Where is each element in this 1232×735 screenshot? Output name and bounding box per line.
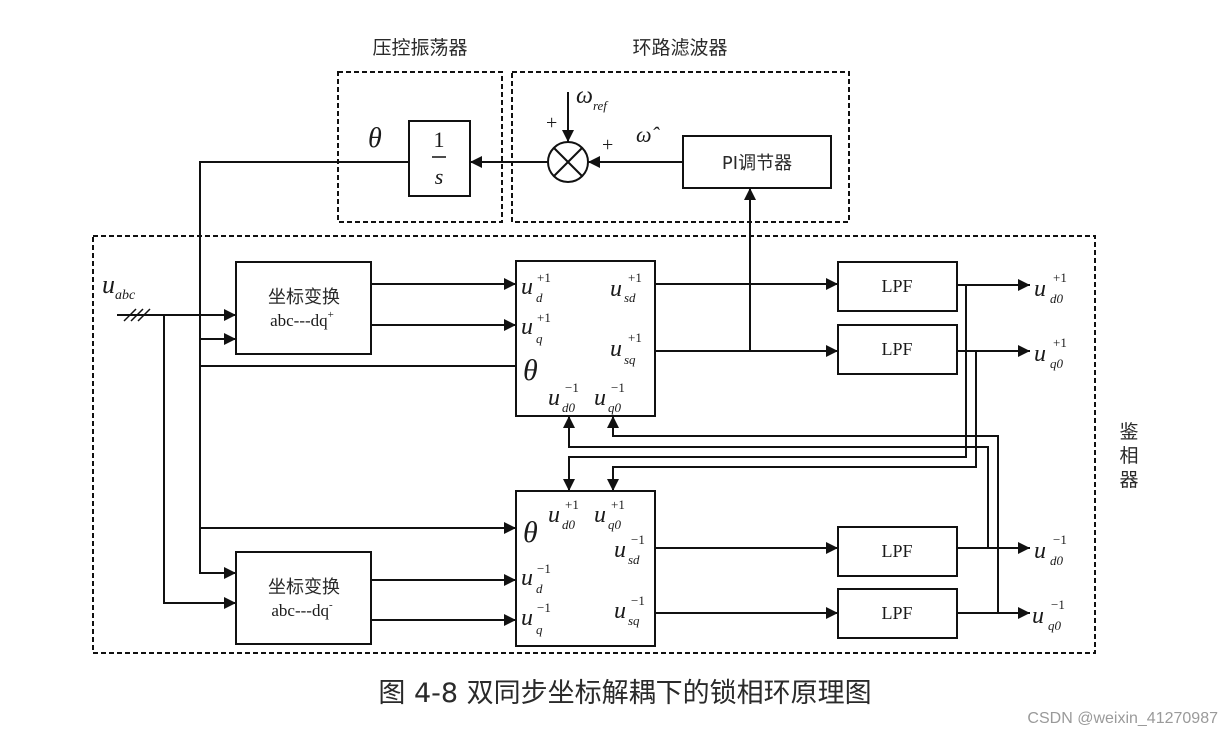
svg-text:u: u <box>594 502 606 528</box>
vco-group-label: 压控振荡器 <box>372 37 467 59</box>
svg-text:d0: d0 <box>562 400 576 415</box>
decoupler-neg-labels: θ u +1 d0 u +1 q0 u −1 sd u −1 sq u −1 d… <box>521 497 645 637</box>
theta-label-top: θ <box>368 123 382 154</box>
loop-filter-group-box <box>511 71 850 223</box>
svg-text:u: u <box>521 274 533 300</box>
svg-text:+1: +1 <box>611 497 625 512</box>
decoupler-neg-block <box>515 490 656 647</box>
svg-text:u: u <box>1032 603 1044 629</box>
lpf-block-pos-d <box>837 261 958 312</box>
watermark: CSDN @weixin_41270987 <box>1027 710 1218 727</box>
summing-junction <box>547 141 589 183</box>
svg-text:−1: −1 <box>631 593 645 608</box>
svg-text:u: u <box>614 598 626 624</box>
svg-text:−1: −1 <box>537 600 551 615</box>
svg-text:u: u <box>548 502 560 528</box>
svg-text:+1: +1 <box>628 330 642 345</box>
svg-text:−1: −1 <box>1051 597 1065 612</box>
svg-text:θ: θ <box>523 516 538 549</box>
final-output-labels: u +1 d0 u +1 q0 u −1 d0 u −1 q0 <box>1032 270 1067 633</box>
svg-text:+1: +1 <box>537 270 551 285</box>
svg-text:−1: −1 <box>1053 532 1067 547</box>
svg-text:u: u <box>521 605 533 631</box>
lpf-block-neg-d <box>837 526 958 577</box>
lpf-block-pos-q <box>837 324 958 375</box>
phase-detector-group-box <box>92 235 1096 654</box>
lpf-label-pos-q: LPF <box>881 339 912 359</box>
transform-pos-line2: abc---dq+ <box>270 309 334 330</box>
lpf-label-neg-d: LPF <box>881 541 912 561</box>
svg-text:鉴: 鉴 <box>1119 421 1138 443</box>
transform-pos-line1: 坐标变换 <box>268 287 340 308</box>
svg-text:q0: q0 <box>608 517 622 532</box>
feedback-neg-d-to-pos <box>563 416 989 548</box>
pi-controller-label: PI调节器 <box>722 153 792 174</box>
figure-caption: 图 4-8 双同步坐标解耦下的锁相环原理图 <box>378 678 871 709</box>
feedback-pos-q-to-neg <box>607 351 977 491</box>
lpf-label-neg-q: LPF <box>881 603 912 623</box>
integrator-numerator: 1 <box>434 127 445 152</box>
svg-text:d: d <box>536 581 543 596</box>
u-abc-to-neg-transform <box>163 315 236 609</box>
svg-text:−1: −1 <box>631 532 645 547</box>
svg-text:q0: q0 <box>1048 618 1062 633</box>
svg-text:−1: −1 <box>611 380 625 395</box>
svg-text:u: u <box>1034 341 1046 367</box>
svg-text:sq: sq <box>628 613 640 628</box>
transform-neg-line2: abc---dq- <box>271 599 333 620</box>
transform-neg-line1: 坐标变换 <box>268 577 340 598</box>
svg-text:+1: +1 <box>628 270 642 285</box>
svg-text:+1: +1 <box>565 497 579 512</box>
svg-text:+1: +1 <box>537 310 551 325</box>
svg-text:q: q <box>536 331 543 346</box>
svg-text:θ: θ <box>523 354 538 387</box>
svg-text:d0: d0 <box>562 517 576 532</box>
transform-pos-block <box>235 261 372 355</box>
svg-text:d: d <box>536 290 543 305</box>
svg-text:u: u <box>548 385 560 411</box>
svg-text:d0: d0 <box>1050 291 1064 306</box>
plus-sign-feedback: + <box>602 134 613 156</box>
svg-text:u: u <box>521 314 533 340</box>
three-phase-slash-icon <box>123 308 151 322</box>
lpf-label-pos-d: LPF <box>881 276 912 296</box>
integrator-denominator: s <box>435 164 444 189</box>
svg-text:+1: +1 <box>1053 270 1067 285</box>
svg-text:u: u <box>610 336 622 362</box>
theta-to-neg-transform <box>199 528 236 579</box>
u-abc-label: uabc <box>102 270 136 303</box>
svg-text:d0: d0 <box>1050 553 1064 568</box>
omega-hat-label: ω̂ <box>636 122 661 147</box>
svg-text:u: u <box>1034 538 1046 564</box>
svg-text:u: u <box>610 276 622 302</box>
decoupler-pos-labels: u +1 d u +1 q θ u +1 sd u +1 sq u −1 d0 … <box>521 270 642 415</box>
theta-bus <box>199 161 409 528</box>
feedback-neg-q-to-pos <box>607 416 999 613</box>
decoupler-pos-block <box>515 260 656 417</box>
svg-text:q: q <box>536 622 543 637</box>
loop-filter-group-label: 环路滤波器 <box>632 37 727 59</box>
svg-text:−1: −1 <box>537 561 551 576</box>
svg-text:sq: sq <box>624 352 636 367</box>
svg-text:q0: q0 <box>608 400 622 415</box>
svg-text:−1: −1 <box>565 380 579 395</box>
svg-text:sd: sd <box>624 290 636 305</box>
phase-detector-group-label: 鉴 相 器 <box>1119 421 1138 491</box>
svg-text:u: u <box>1034 276 1046 302</box>
plus-sign-ref: + <box>546 112 557 134</box>
svg-text:q0: q0 <box>1050 356 1064 371</box>
transform-neg-block <box>235 551 372 645</box>
svg-text:器: 器 <box>1119 469 1138 491</box>
svg-text:sd: sd <box>628 552 640 567</box>
vco-group-box <box>337 71 503 223</box>
svg-text:u: u <box>614 537 626 563</box>
svg-text:u: u <box>594 385 606 411</box>
feedback-pos-d-to-neg <box>563 285 967 491</box>
omega-ref-label: ωref <box>576 83 609 113</box>
svg-text:相: 相 <box>1119 445 1138 467</box>
svg-text:u: u <box>521 565 533 591</box>
svg-text:+1: +1 <box>1053 335 1067 350</box>
integrator-block <box>408 120 471 197</box>
